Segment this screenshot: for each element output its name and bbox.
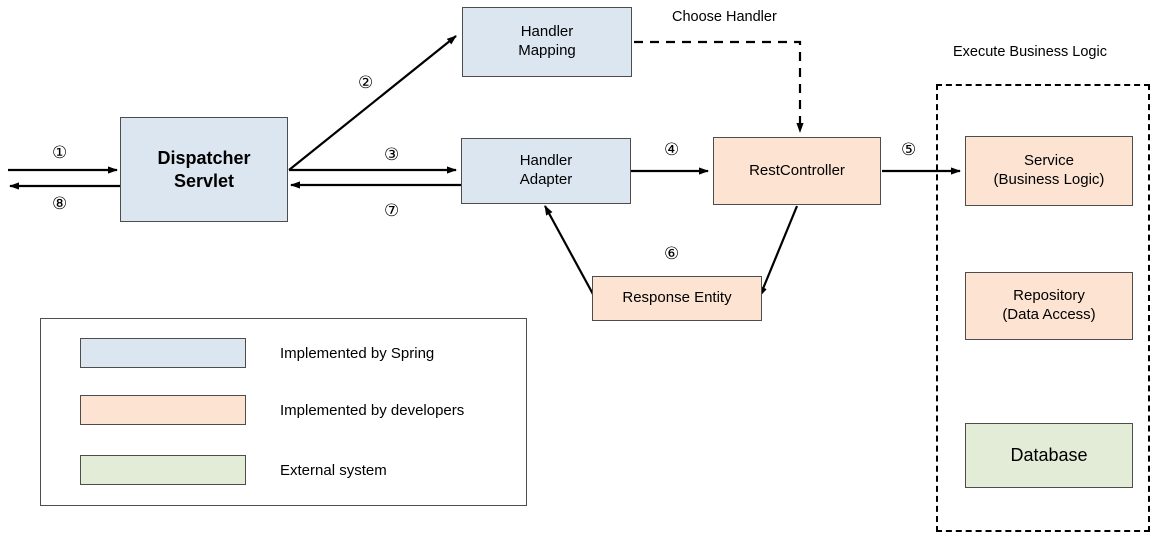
group-execute-business-logic <box>936 84 1150 532</box>
legend-item-developers: Implemented by developers <box>80 395 464 425</box>
step-marker-4: ④ <box>664 140 680 159</box>
step-marker-6: ⑥ <box>664 244 680 263</box>
step-marker-3: ③ <box>384 145 400 164</box>
step-marker-1: ① <box>52 143 68 162</box>
edge-label-choose-handler: Choose Handler <box>672 9 777 25</box>
node-service[interactable]: Service (Business Logic) <box>965 136 1133 206</box>
legend-item-spring: Implemented by Spring <box>80 338 434 368</box>
edge-choose-handler <box>634 40 804 133</box>
legend-swatch-spring <box>80 338 246 368</box>
legend-label-developers: Implemented by developers <box>280 401 465 419</box>
node-handler-mapping[interactable]: Handler Mapping <box>462 7 632 77</box>
legend-label-external: External system <box>280 461 387 479</box>
step-marker-5: ⑤ <box>901 140 917 159</box>
legend-label-spring: Implemented by Spring <box>280 344 435 362</box>
legend-item-external: External system <box>80 455 387 485</box>
legend-swatch-external <box>80 455 246 485</box>
node-handler-adapter[interactable]: Handler Adapter <box>461 138 631 204</box>
group-label-execute-business-logic: Execute Business Logic <box>953 44 1107 60</box>
edge-to-handler-mapping <box>288 35 457 171</box>
node-dispatcher-servlet[interactable]: Dispatcher Servlet <box>120 117 288 222</box>
legend-swatch-developers <box>80 395 246 425</box>
node-response-entity[interactable]: Response Entity <box>592 276 762 321</box>
step-marker-8: ⑧ <box>52 194 68 213</box>
step-marker-7: ⑦ <box>384 201 400 220</box>
step-marker-2: ② <box>358 73 374 92</box>
node-rest-controller[interactable]: RestController <box>713 137 881 205</box>
node-database[interactable]: Database <box>965 423 1133 488</box>
edge-response-entity-to-adapter <box>544 205 595 297</box>
edge-controller-to-response-entity <box>758 205 799 297</box>
node-repository[interactable]: Repository (Data Access) <box>965 272 1133 340</box>
